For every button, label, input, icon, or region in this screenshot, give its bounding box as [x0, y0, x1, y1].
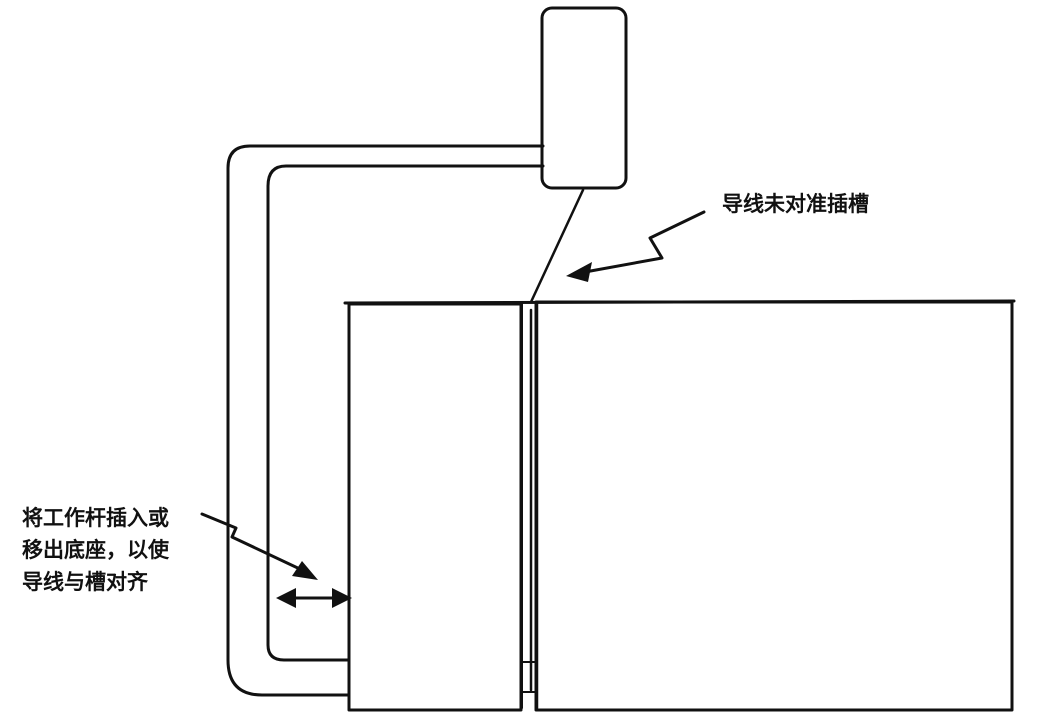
base-top-edge [343, 299, 1016, 305]
adjust-instruction-line-1: 将工作杆插入或 [22, 506, 169, 530]
movement-arrowhead-left [276, 588, 296, 608]
base-block [343, 299, 1016, 712]
wire-head-box [540, 6, 628, 190]
adjust-instruction-line-3: 导线与槽对齐 [22, 570, 148, 594]
working-rod-outer [226, 144, 545, 697]
slot-bottom-insert [521, 661, 538, 693]
wire-misaligned-label: 导线未对准插槽 [722, 192, 869, 216]
guide-wire [529, 188, 585, 304]
adjust-instruction-line-2: 移出底座，以使 [22, 538, 169, 562]
working-rod-inner [266, 164, 545, 662]
slot [521, 300, 539, 710]
adjust-arrowhead [292, 561, 318, 580]
base-left-section [347, 302, 523, 712]
movement-double-arrow [276, 588, 352, 608]
working-rod [226, 144, 545, 697]
movement-arrowhead-right [332, 588, 352, 608]
base-right-section [534, 300, 1014, 712]
misalignment-callout-arrow [566, 210, 706, 282]
adjust-callout-arrow [200, 512, 318, 580]
misalignment-arrowhead [566, 262, 592, 282]
adjust-instruction-label: 将工作杆插入或 移出底座，以使 导线与槽对齐 [22, 502, 169, 598]
